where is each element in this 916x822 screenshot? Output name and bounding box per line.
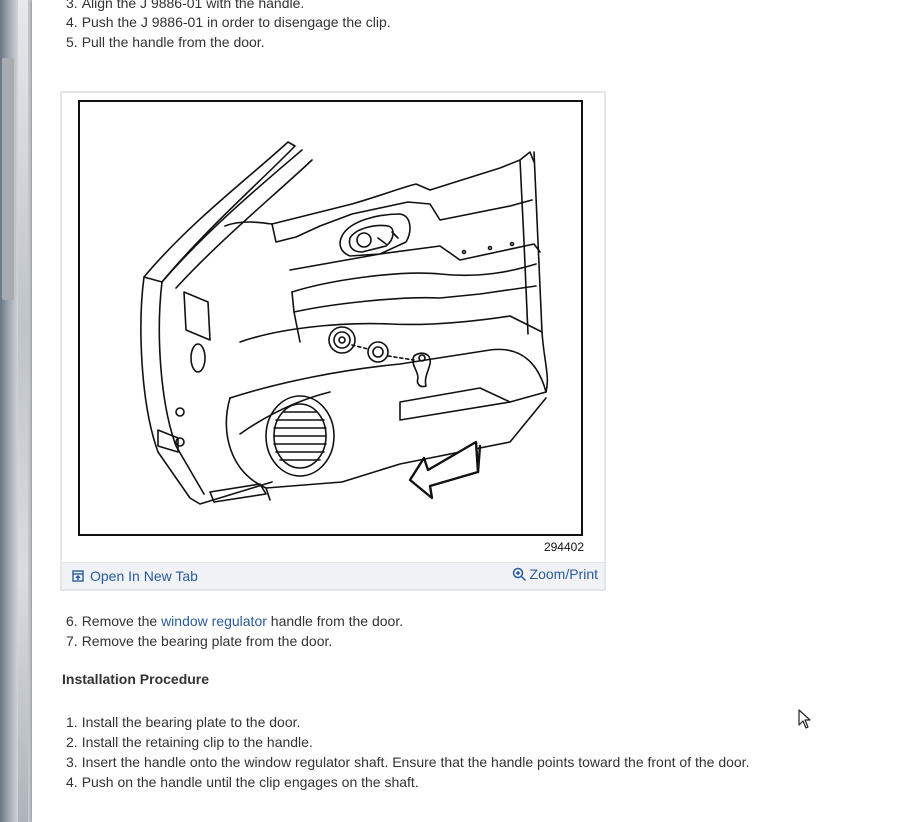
installation-heading: Installation Procedure bbox=[62, 671, 210, 687]
list-item: 3.Align the J 9886-01 with the handle. bbox=[66, 0, 305, 11]
figure-id: 294402 bbox=[543, 540, 584, 554]
scrollbar-thumb[interactable] bbox=[2, 58, 14, 300]
zoom-icon bbox=[512, 567, 526, 581]
list-item: 6.Remove the window regulator handle fro… bbox=[66, 613, 404, 629]
open-in-new-tab-button[interactable]: Open In New Tab bbox=[72, 568, 198, 584]
list-item: 5.Pull the handle from the door. bbox=[66, 34, 265, 50]
document-content: 3.Align the J 9886-01 with the handle. 4… bbox=[32, 0, 916, 822]
window-regulator-link[interactable]: window regulator bbox=[161, 613, 267, 629]
list-item: 4.Push the J 9886-01 in order to disenga… bbox=[66, 14, 391, 30]
list-item: 3.Insert the handle onto the window regu… bbox=[66, 754, 750, 770]
door-trim-illustration[interactable] bbox=[78, 100, 583, 536]
list-item: 2.Install the retaining clip to the hand… bbox=[66, 734, 313, 750]
zoom-print-button[interactable]: Zoom/Print bbox=[512, 566, 598, 582]
scrollbar-track[interactable] bbox=[18, 0, 28, 822]
figure-toolbar: Open In New Tab Zoom/Print bbox=[62, 562, 604, 589]
left-window-edge bbox=[0, 0, 32, 822]
zoom-print-label: Zoom/Print bbox=[529, 566, 598, 582]
open-in-new-tab-label: Open In New Tab bbox=[90, 568, 198, 584]
figure-card: 294402 Open In New Tab Zoom/Print bbox=[60, 91, 606, 591]
mouse-pointer-icon bbox=[798, 709, 811, 729]
list-item: 4.Push on the handle until the clip enga… bbox=[66, 774, 419, 790]
list-item: 1.Install the bearing plate to the door. bbox=[66, 714, 301, 730]
new-tab-icon bbox=[72, 570, 84, 582]
list-item: 7.Remove the bearing plate from the door… bbox=[66, 633, 333, 649]
